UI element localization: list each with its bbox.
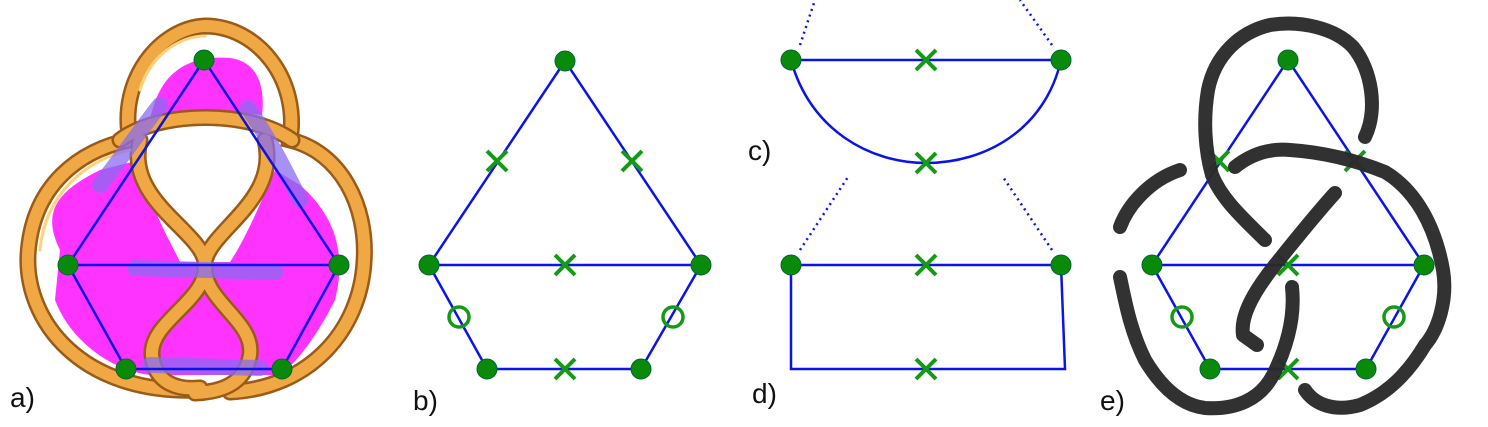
vertex (476, 358, 498, 380)
hand-drawn-knot (1113, 16, 1452, 416)
vertex (1355, 358, 1377, 380)
panel-e: e) (1100, 16, 1452, 416)
panel-label-c: c) (748, 135, 771, 166)
vertex (193, 49, 215, 71)
vertex (418, 254, 440, 276)
panel-label-b: b) (413, 385, 438, 416)
vertex (1141, 254, 1163, 276)
vertex (1199, 358, 1221, 380)
panel-b: b) (413, 50, 712, 416)
panel-d: d) (752, 176, 1072, 409)
vertex (690, 254, 712, 276)
vertex (115, 358, 137, 380)
panel-label-e: e) (1100, 385, 1125, 416)
vertex (57, 254, 79, 276)
vertex (1050, 49, 1072, 71)
vertex (780, 49, 802, 71)
vertex (630, 358, 652, 380)
cross-markers (485, 149, 644, 381)
circle-marker (1382, 305, 1406, 329)
panel-a: a) (10, 17, 373, 413)
circle-marker (1170, 305, 1194, 329)
circle-marker (447, 305, 471, 329)
vertex (780, 254, 802, 276)
magenta-region (52, 57, 340, 375)
vertex (554, 50, 576, 72)
panel-label-a: a) (10, 382, 35, 413)
vertex (271, 358, 293, 380)
vertex (1050, 254, 1072, 276)
vertex (1413, 254, 1435, 276)
panel-label-d: d) (752, 378, 777, 409)
purple-stroke (92, 97, 308, 376)
panel-c: c) (748, 0, 1072, 175)
vertex (328, 254, 350, 276)
rope-knot (19, 17, 373, 402)
circle-marker (661, 305, 685, 329)
vertex (1277, 49, 1299, 71)
